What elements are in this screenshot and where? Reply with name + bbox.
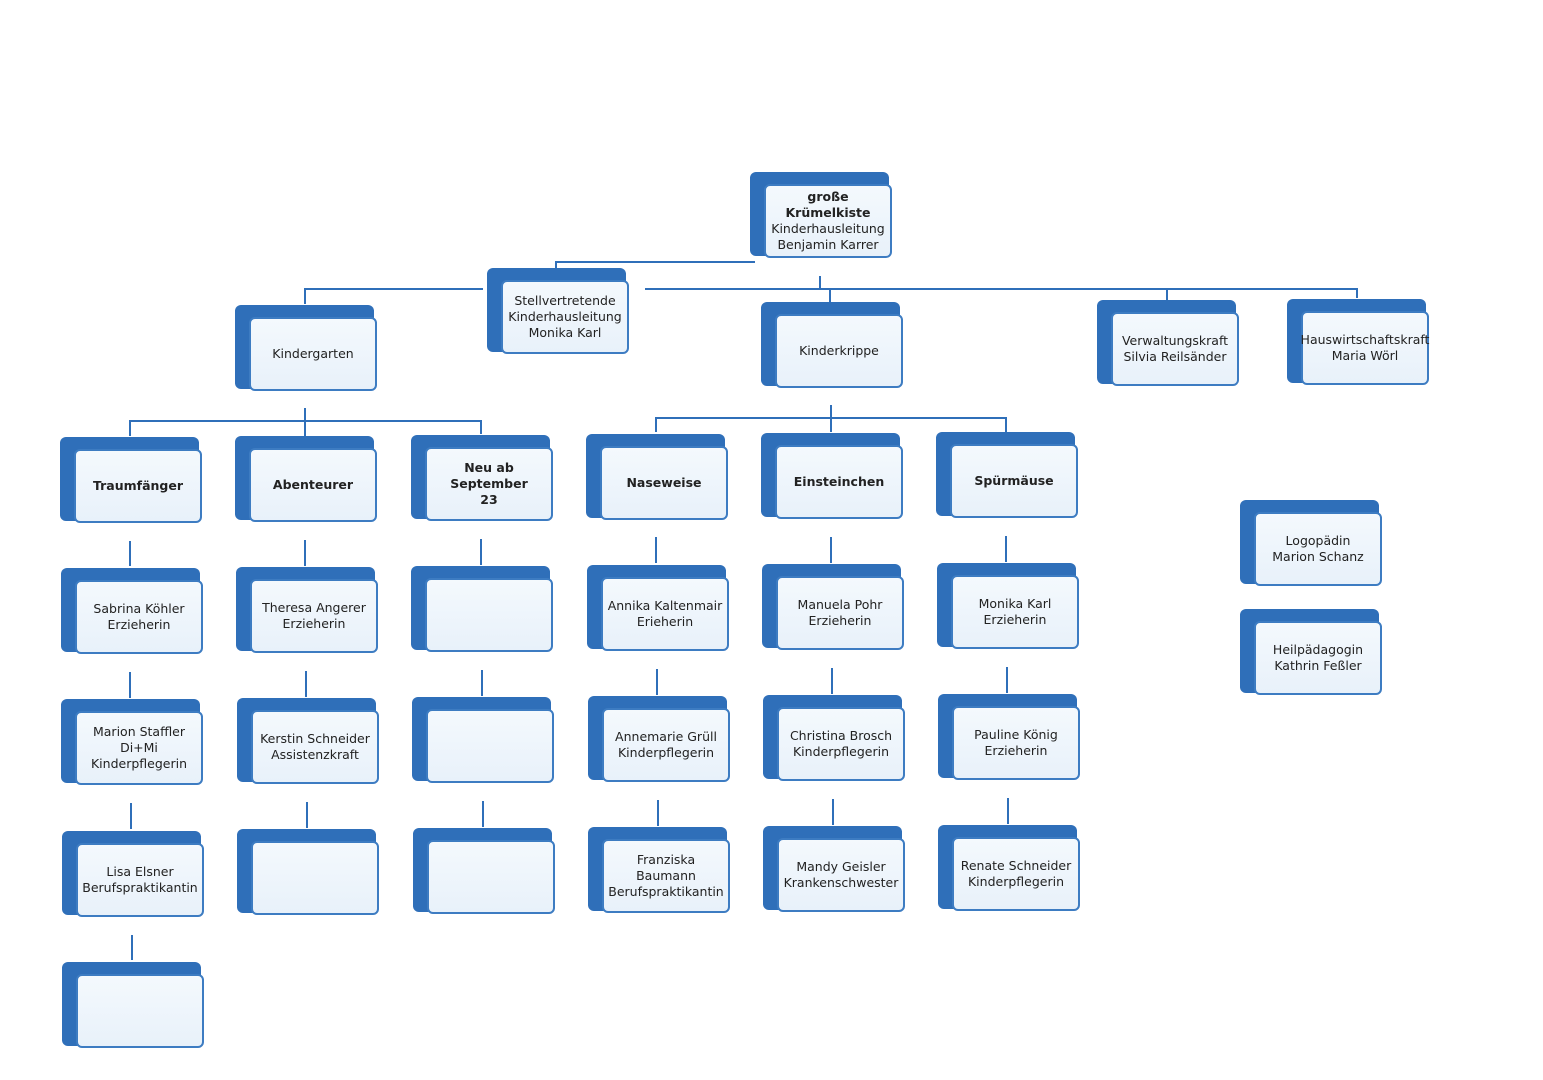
connector bbox=[555, 261, 755, 268]
node-text-line: Logopädin bbox=[1285, 533, 1351, 548]
node-text-line: Sabrina Köhler bbox=[93, 601, 185, 616]
node-staff-empty bbox=[237, 829, 383, 919]
node-text-line: Berufspraktikantin bbox=[608, 884, 724, 899]
node-text-line: Erzieherin bbox=[107, 617, 171, 632]
node-traumfaenger: Traumfänger bbox=[60, 437, 206, 527]
node-text-line: Kathrin Feßler bbox=[1274, 658, 1362, 673]
node-naseweise: Naseweise bbox=[586, 434, 732, 524]
node-kinderkrippe: Kinderkrippe bbox=[761, 302, 907, 392]
node-text-line: Manuela Pohr bbox=[797, 597, 883, 612]
node-text-line: Marion Schanz bbox=[1272, 549, 1364, 564]
node-text-line: Einsteinchen bbox=[793, 474, 885, 489]
node-text-line: Benjamin Karrer bbox=[777, 237, 879, 252]
node-text-line: Kindergarten bbox=[272, 346, 354, 361]
node-text-line: Neu ab September bbox=[450, 460, 528, 491]
node-kindergarten: Kindergarten bbox=[235, 305, 381, 395]
node-text-line: Renate Schneider bbox=[960, 858, 1072, 873]
node-text-line: Theresa Angerer bbox=[262, 600, 366, 615]
node-text-line: Kerstin Schneider bbox=[260, 731, 370, 746]
node-text-line: Mandy Geisler bbox=[796, 859, 886, 874]
node-staff-empty bbox=[413, 828, 559, 918]
node-text-line: Christina Brosch bbox=[789, 728, 893, 743]
node-text-line: Abenteurer bbox=[272, 477, 354, 492]
node-text-line: Di+Mi bbox=[120, 740, 158, 755]
node-staff-empty bbox=[411, 566, 557, 656]
node-text-line: Stellvertretende bbox=[514, 293, 616, 308]
node-einsteinchen: Einsteinchen bbox=[761, 433, 907, 523]
node-text-line: Kinderpflegerin bbox=[617, 745, 714, 760]
node-text-line: Kinderpflegerin bbox=[967, 874, 1064, 889]
node-text-line: Lisa Elsner bbox=[106, 864, 174, 879]
node-text-line: Erieherin bbox=[636, 614, 694, 629]
node-text-line: Kinderhausleitung bbox=[771, 221, 885, 236]
node-text-line: Silvia Reilsänder bbox=[1123, 349, 1227, 364]
node-text-line: Annemarie Grüll bbox=[615, 729, 717, 744]
node-text-line: Erzieherin bbox=[808, 613, 872, 628]
node-text-line: Erzieherin bbox=[282, 616, 346, 631]
node-text-line: Kinderpflegerin bbox=[90, 756, 187, 771]
node-text-line: große Krümelkiste bbox=[785, 189, 871, 220]
node-text-line: Franziska Baumann bbox=[636, 852, 696, 883]
node-text-line: Spürmäuse bbox=[974, 473, 1054, 488]
node-text-line: 23 bbox=[480, 492, 498, 507]
node-text-line: Assistenzkraft bbox=[271, 747, 359, 762]
node-text-line: Monika Karl bbox=[978, 596, 1052, 611]
node-text-line: Berufspraktikantin bbox=[82, 880, 198, 895]
node-text-line: Pauline König bbox=[974, 727, 1058, 742]
node-text-line: Heilpädagogin bbox=[1272, 642, 1364, 657]
node-text-line: Verwaltungskraft bbox=[1121, 333, 1229, 348]
connector bbox=[304, 288, 483, 304]
node-text-line: Kinderpflegerin bbox=[792, 744, 889, 759]
node-text-line: Erzieherin bbox=[984, 743, 1048, 758]
node-text-line: Erzieherin bbox=[983, 612, 1047, 627]
connector bbox=[645, 288, 1358, 298]
node-text-line: Marion Staffler bbox=[92, 724, 185, 739]
node-spuermaeuse: Spürmäuse bbox=[936, 432, 1082, 522]
node-text-line: Krankenschwester bbox=[783, 875, 899, 890]
node-text-line: Traumfänger bbox=[92, 478, 184, 493]
node-text-line: Monika Karl bbox=[528, 325, 602, 340]
node-abenteurer: Abenteurer bbox=[235, 436, 381, 526]
node-staff-empty bbox=[62, 962, 208, 1052]
node-text-line: Annika Kaltenmair bbox=[607, 598, 723, 613]
node-text-line: Kinderhausleitung bbox=[508, 309, 622, 324]
node-text-line: Hauswirtschaftskraft bbox=[1300, 332, 1430, 347]
node-text-line: Naseweise bbox=[626, 475, 702, 490]
node-staff-empty bbox=[412, 697, 558, 787]
node-text-line: Kinderkrippe bbox=[799, 343, 879, 358]
node-text-line: Maria Wörl bbox=[1331, 348, 1399, 363]
